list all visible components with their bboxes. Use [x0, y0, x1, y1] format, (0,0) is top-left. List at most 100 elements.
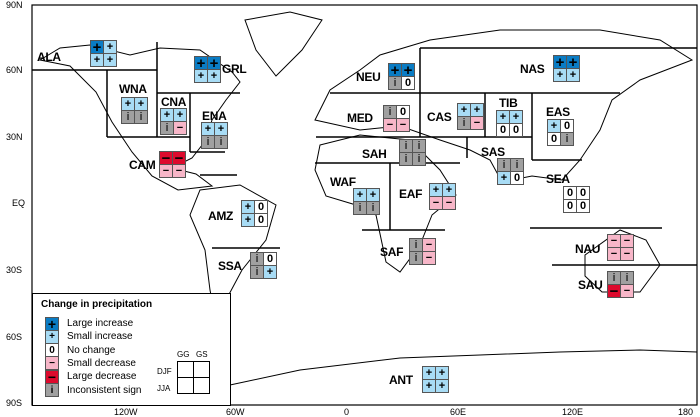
change-cell: +: [208, 70, 220, 82]
legend-item: −Large decrease: [45, 369, 137, 385]
region-label-nas: NAS: [520, 62, 545, 76]
map-frame: [31, 4, 698, 406]
lon-tick: 60W: [226, 407, 245, 417]
key-grid: [177, 361, 210, 394]
change-cell: +: [174, 109, 186, 121]
eurasia: [314, 29, 694, 183]
change-cell: i: [413, 140, 425, 152]
change-cell: i: [215, 136, 227, 148]
region-label-tib: TIB: [499, 96, 518, 110]
region-label-wna: WNA: [119, 82, 147, 96]
legend: Change in precipitation +Large increase+…: [32, 293, 231, 406]
region-label-amz: AMZ: [208, 209, 234, 223]
lat-tick: 60N: [6, 65, 23, 75]
region-label-eas: EAS: [546, 105, 570, 119]
legend-label: Large decrease: [67, 371, 137, 383]
change-cell: +: [436, 380, 448, 392]
lat-tick: 60S: [6, 332, 23, 342]
legend-swatch-icon: −: [45, 356, 59, 371]
region-box-ant: ++++: [422, 366, 449, 393]
change-cell: i: [458, 117, 470, 129]
change-cell: +: [354, 189, 366, 201]
region-label-grl: GRL: [222, 62, 247, 76]
key-row-jja: JJA: [157, 384, 171, 393]
region-label-sau: SAU: [578, 278, 603, 292]
change-cell: i: [413, 153, 425, 165]
change-cell: i: [367, 202, 379, 214]
region-label-ant: ANT: [389, 373, 413, 387]
change-cell: i: [202, 136, 214, 148]
lon-tick: 0: [344, 407, 350, 417]
change-cell: +: [208, 54, 220, 72]
lat-tick: 30N: [6, 132, 23, 142]
change-cell: i: [621, 272, 633, 284]
change-cell: −: [621, 235, 633, 247]
change-cell: +: [423, 380, 435, 392]
change-cell: −: [173, 165, 185, 177]
legend-swatch-icon: +: [45, 329, 59, 344]
region-label-cam: CAM: [129, 158, 156, 172]
change-cell: i: [561, 133, 573, 145]
change-cell: +: [202, 123, 214, 135]
region-label-nau: NAU: [575, 242, 601, 256]
region-box-grl: ++++: [194, 56, 221, 83]
region-label-cas: CAS: [427, 110, 452, 124]
change-cell: +: [242, 201, 254, 213]
change-cell: i: [161, 122, 173, 134]
region-box-nau: −−−−: [607, 234, 634, 261]
legend-swatch-icon: −: [45, 369, 59, 385]
change-cell: i: [122, 111, 134, 123]
legend-swatch-icon: +: [45, 316, 59, 332]
change-cell: +: [195, 54, 207, 72]
change-cell: +: [430, 184, 442, 196]
change-cell: 0: [577, 200, 589, 212]
key-col-gs: GS: [196, 350, 208, 359]
australia: [584, 229, 661, 293]
change-cell: −: [160, 149, 172, 167]
change-cell: i: [400, 153, 412, 165]
change-cell: +: [423, 367, 435, 379]
change-cell: +: [195, 70, 207, 82]
legend-label: Large increase: [67, 318, 134, 329]
change-cell: i: [251, 253, 263, 265]
region-label-neu: NEU: [356, 70, 381, 84]
antarctica: [229, 349, 698, 386]
change-cell: 0: [511, 172, 523, 184]
change-cell: i: [511, 159, 523, 171]
change-cell: +: [242, 214, 254, 226]
region-box-cna: ++i−: [160, 108, 187, 135]
change-cell: 0: [564, 200, 576, 212]
region-box-saf: i−i−: [409, 238, 436, 265]
region-boundaries: [32, 42, 697, 266]
change-cell: +: [567, 53, 579, 71]
change-cell: 0: [561, 120, 573, 132]
change-cell: −: [608, 235, 620, 247]
change-cell: 0: [548, 133, 560, 145]
change-cell: −: [397, 119, 409, 131]
change-cell: −: [430, 197, 442, 209]
change-cell: +: [498, 172, 510, 184]
change-cell: 0: [510, 124, 522, 136]
change-cell: 0: [397, 106, 409, 118]
change-cell: +: [161, 109, 173, 121]
region-label-eaf: EAF: [399, 187, 423, 201]
lat-tick: 90S: [6, 398, 23, 408]
change-cell: 0: [577, 187, 589, 199]
lon-tick: 180: [678, 407, 694, 417]
lon-tick: 120E: [562, 407, 584, 417]
key-col-gg: GG: [177, 350, 190, 359]
change-cell: +: [554, 53, 566, 71]
legend-label: Small increase: [67, 331, 133, 343]
change-cell: +: [471, 104, 483, 116]
legend-swatch-icon: i: [45, 383, 59, 397]
